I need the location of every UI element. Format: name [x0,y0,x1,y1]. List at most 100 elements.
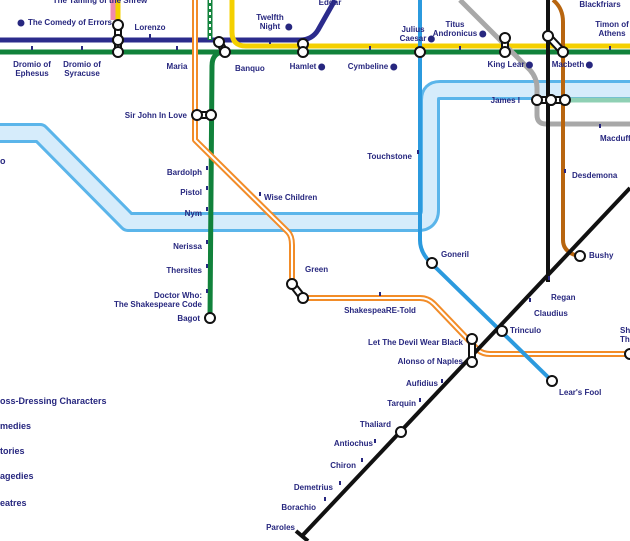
station-tick-cymbeline [369,46,371,50]
station-label-nerissa[interactable]: Nerissa [173,242,202,251]
interchange-macbeth-a [542,30,554,42]
station-lear-s-fool [546,375,558,387]
skull-icon [390,63,398,71]
green-line-branch [207,49,226,319]
station-tick-twelfth-night [269,40,271,44]
station-tick-lorenzo [149,34,151,38]
station-tick-titus-andronicus [459,46,461,50]
interchange-macbeth-b [557,46,569,58]
station-tick-thersites [206,264,208,268]
station-label-borachio[interactable]: Borachio [281,503,316,512]
grey-line [458,0,630,127]
station-label-let-the-devil-wear-black[interactable]: Let The Devil Wear Black [368,338,464,347]
interchange-doctor-who-a [286,278,298,290]
station-label-goneril[interactable]: Goneril [441,250,469,259]
station-label-demetrius[interactable]: Demetrius [294,483,334,492]
station-label-macduff[interactable]: Macduff [600,134,630,143]
station-label-macbeth[interactable]: Macbeth [552,60,585,69]
station-label-wise-children[interactable]: Wise Children [264,193,317,202]
station-tick-chiron [361,458,363,462]
legend-tragedies: agedies [0,471,34,481]
station-label-maria[interactable]: Maria [167,62,188,71]
station-label-doctor-who-the-shakespeare-code[interactable]: Doctor Who:The Shakespeare Code [114,291,203,309]
station-label-tarquin[interactable]: Tarquin [387,399,416,408]
station-label-claudius[interactable]: Claudius [534,309,568,318]
station-tick-nym [206,207,208,211]
skull-icon [427,35,435,43]
interchange-devil-wear-black-b [466,356,478,368]
station-label-bushy[interactable]: Bushy [589,251,614,260]
black-line-terminus [294,529,310,541]
station-label-james-i[interactable]: James I [491,96,520,105]
shield-icon [285,23,293,31]
interchange-comedy-of-errors-2-a [112,34,124,46]
interchange-sir-john-a [191,109,203,121]
station-label-lear-s-fool[interactable]: Lear's Fool [559,388,601,397]
interchange-banquo-a [213,36,225,48]
interchange-king-lear-a [499,32,511,44]
left-edge-label: o [0,156,6,166]
station-label-banquo[interactable]: Banquo [235,64,265,73]
station-label-bardolph[interactable]: Bardolph [167,168,202,177]
station-tick-borachio [324,497,326,501]
station-label-shake-the-anim[interactable]: ShakeThe Anim [620,326,630,344]
station-label-lorenzo[interactable]: Lorenzo [134,23,165,32]
station-tick-pistol [206,186,208,190]
station-label-desdemona[interactable]: Desdemona [572,171,618,180]
station-shake-the-anim [624,348,630,360]
interchange-hamlet-b [297,46,309,58]
station-tick-antiochus [374,439,376,443]
station-goneril [426,257,438,269]
station-label-nym[interactable]: Nym [185,209,202,218]
station-tick-claudius [529,298,531,302]
station-label-shakespeare-told[interactable]: ShakespeaRE-Told [344,306,416,315]
station-label-thersites[interactable]: Thersites [166,266,202,275]
station-label-alonso-of-naples[interactable]: Alonso of Naples [398,357,464,366]
station-tick-doctor-who-the-shakespeare-code [206,289,208,293]
station-thaliard [395,426,407,438]
station-tick-bardolph [206,166,208,170]
station-label-paroles[interactable]: Paroles [266,523,295,532]
station-label-sir-john-in-love[interactable]: Sir John In Love [125,111,188,120]
station-label-hamlet[interactable]: Hamlet [290,62,317,71]
station-label-aufidius[interactable]: Aufidius [406,379,439,388]
station-label-cymbeline[interactable]: Cymbeline [348,62,389,71]
station-label-thaliard[interactable]: Thaliard [360,420,391,429]
station-label-king-lear[interactable]: King Lear [488,60,525,69]
station-label-chiron[interactable]: Chiron [330,461,356,470]
yellow-line [229,0,630,49]
station-label-pistol[interactable]: Pistol [180,188,202,197]
station-label-blackfriars[interactable]: Blackfriars [579,0,621,9]
station-tick-maria [176,46,178,50]
station-label-the-taming-of-the-shrew[interactable]: The Taming of the Shrew [53,0,148,5]
station-label-touchstone[interactable]: Touchstone [367,152,412,161]
station-label-regan[interactable]: Regan [551,293,576,302]
station-tick-dromio-of-syracuse [81,46,83,50]
station-bushy [574,250,586,262]
orange-double-line-inner [194,0,630,355]
station-tick-regan [548,276,550,280]
station-tick-timon-of-athens [609,46,611,50]
legend-comedies: medies [0,421,32,431]
station-label-the-comedy-of-errors[interactable]: The Comedy of Errors [28,18,113,27]
station-label-antiochus[interactable]: Antiochus [334,439,374,448]
interchange-king-lear-b [499,46,511,58]
station-label-bagot[interactable]: Bagot [177,314,200,323]
station-tick-wise-children [259,192,261,196]
legend-theatres: eatres [0,498,27,508]
station-label-trinculo[interactable]: Trinculo [510,326,541,335]
shield-icon [17,19,25,27]
station-tick-macduff [599,124,601,128]
interchange-sir-john-b [205,109,217,121]
station-label-green[interactable]: Green [305,265,328,274]
skull-icon [479,30,487,38]
station-label-edgar[interactable]: Edgar [319,0,342,7]
